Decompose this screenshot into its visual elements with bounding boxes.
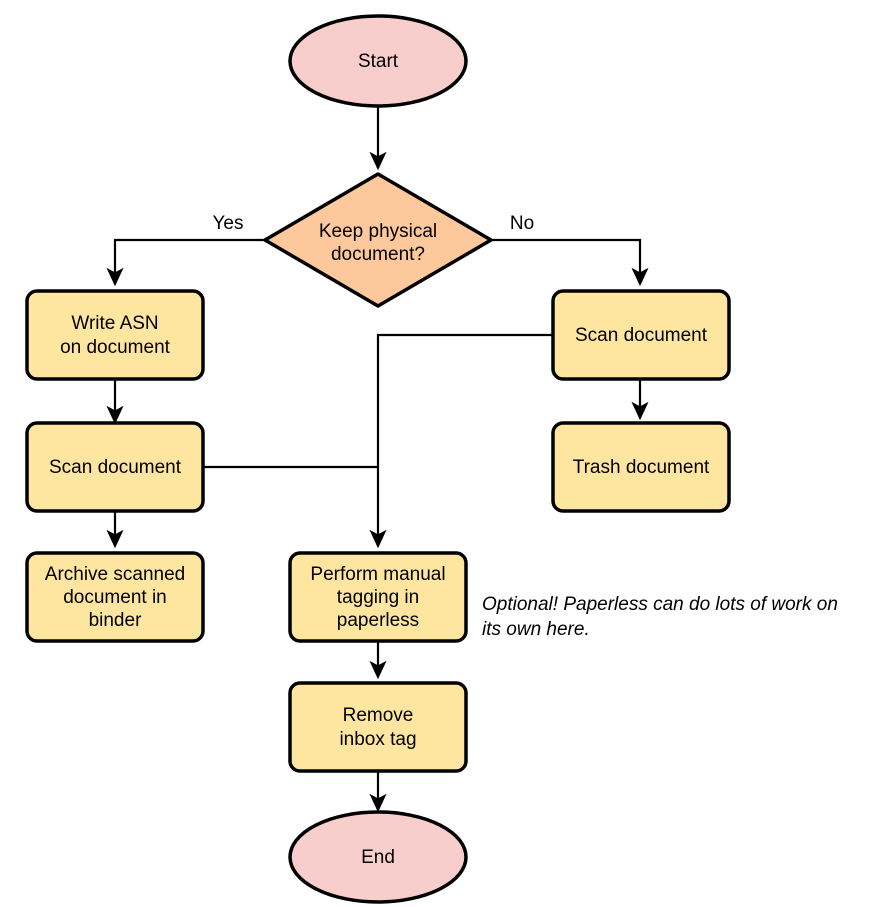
decision-label-line2: document? xyxy=(331,244,425,265)
node-perform-manual-tagging[interactable]: Perform manual tagging in paperless xyxy=(288,551,468,643)
remove-inbox-tag-box[interactable] xyxy=(288,681,468,773)
scan-document-right-box[interactable] xyxy=(551,289,731,381)
remove-inbox-label-line2: inbox tag xyxy=(339,729,416,750)
archive-label-line2: document in xyxy=(63,587,167,608)
node-archive-scanned-document[interactable]: Archive scanned document in binder xyxy=(25,551,205,643)
archive-box[interactable] xyxy=(25,551,205,643)
start-ellipse[interactable] xyxy=(288,14,468,108)
archive-label-line1: Archive scanned xyxy=(45,564,185,585)
annotation-line1: Optional! Paperless can do lots of work … xyxy=(482,594,838,615)
start-label: Start xyxy=(358,51,399,72)
scan-document-right-label: Scan document xyxy=(575,325,708,346)
edge-layer xyxy=(106,107,649,813)
node-scan-document-right[interactable]: Scan document xyxy=(551,289,731,381)
scan-document-left-box[interactable] xyxy=(25,421,205,513)
edge-decision-yes-to-write-asn xyxy=(106,238,266,287)
node-start[interactable]: Start xyxy=(288,14,468,108)
edge-label-yes: Yes xyxy=(213,213,244,234)
node-decision-keep-physical-document[interactable]: Keep physical document? xyxy=(263,172,493,308)
tagging-box[interactable] xyxy=(288,551,468,643)
end-ellipse[interactable] xyxy=(288,810,468,904)
edge-decision-no-to-scan-right xyxy=(490,238,649,287)
decision-label-line1: Keep physical xyxy=(319,221,437,242)
archive-label-line3: binder xyxy=(89,610,142,631)
scan-document-left-label: Scan document xyxy=(49,457,182,478)
node-trash-document[interactable]: Trash document xyxy=(551,421,731,513)
edge-label-no: No xyxy=(510,213,534,234)
node-end[interactable]: End xyxy=(288,810,468,904)
end-label: End xyxy=(361,847,395,868)
write-asn-label-line1: Write ASN xyxy=(71,313,158,334)
trash-document-label: Trash document xyxy=(573,457,710,478)
node-remove-inbox-tag[interactable]: Remove inbox tag xyxy=(288,681,468,773)
annotation-line2: its own here. xyxy=(482,619,590,640)
node-scan-document-left[interactable]: Scan document xyxy=(25,421,205,513)
tagging-label-line3: paperless xyxy=(337,610,419,631)
node-write-asn[interactable]: Write ASN on document xyxy=(25,289,205,381)
edge-scan-right-to-tagging xyxy=(369,333,553,549)
tagging-label-line2: tagging in xyxy=(337,587,419,608)
remove-inbox-label-line1: Remove xyxy=(343,705,414,726)
tagging-label-line1: Perform manual xyxy=(310,564,445,585)
edge-label-layer: Yes No xyxy=(213,213,535,234)
annotation-optional-note: Optional! Paperless can do lots of work … xyxy=(482,594,838,640)
decision-diamond[interactable] xyxy=(263,172,493,308)
trash-document-box[interactable] xyxy=(551,421,731,513)
write-asn-box[interactable] xyxy=(25,289,205,381)
write-asn-label-line2: on document xyxy=(60,337,171,358)
